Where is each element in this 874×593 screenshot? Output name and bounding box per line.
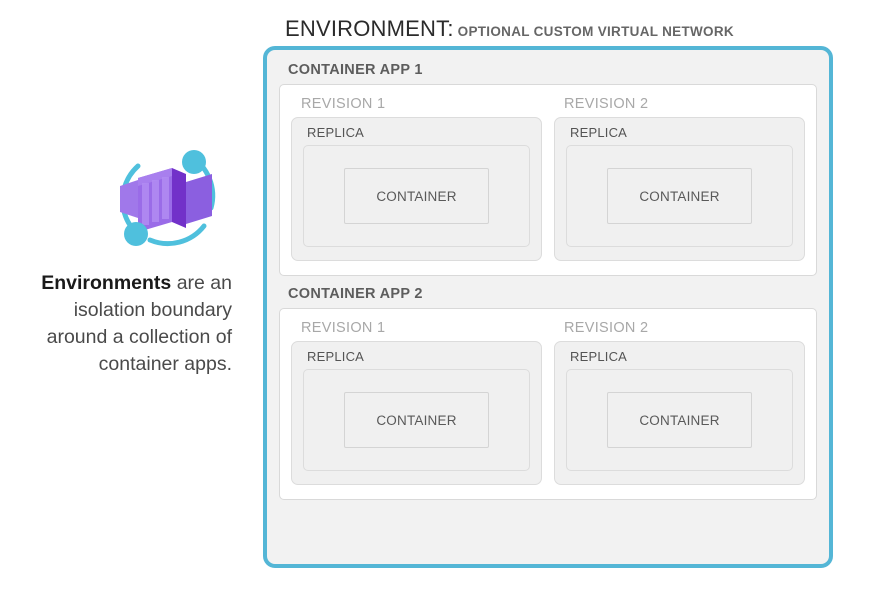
app-2-revision-2-container-label: CONTAINER: [639, 412, 720, 428]
app-1-revision-1-box: REPLICA CONTAINER: [291, 117, 542, 261]
app-1-revision-1: REVISION 1 REPLICA CONTAINER: [291, 96, 542, 261]
left-info-panel: Environments are an isolation boundary a…: [0, 0, 258, 593]
container-app-2-label: CONTAINER APP 2: [288, 286, 423, 302]
app-1-revision-2-container-label: CONTAINER: [639, 188, 720, 204]
diagram-title: ENVIRONMENT:OPTIONAL CUSTOM VIRTUAL NETW…: [285, 16, 734, 44]
app-1-revision-2-box: REPLICA CONTAINER: [554, 117, 805, 261]
caption-rest: are an isolation boundary around a colle…: [46, 272, 232, 375]
app-2-revision-1-replica-box: CONTAINER: [303, 369, 530, 471]
app-2-revision-2-container-box: CONTAINER: [607, 392, 752, 448]
app-2-revision-1-replica-label: REPLICA: [307, 349, 365, 364]
app-1-revision-2-label: REVISION 2: [564, 96, 649, 112]
container-app-2-panel: REVISION 1 REPLICA CONTAINER REVISION 2 …: [279, 308, 817, 500]
azure-container-apps-icon: [108, 138, 228, 258]
app-2-revision-1-container-label: CONTAINER: [376, 412, 457, 428]
environment-boundary: CONTAINER APP 1 REVISION 1 REPLICA CONTA…: [263, 46, 833, 568]
app-2-revision-2: REVISION 2 REPLICA CONTAINER: [554, 320, 805, 485]
diagram-title-main: ENVIRONMENT:: [285, 16, 454, 41]
container-app-1-label: CONTAINER APP 1: [288, 62, 423, 78]
app-2-revision-1: REVISION 1 REPLICA CONTAINER: [291, 320, 542, 485]
container-app-1-panel: REVISION 1 REPLICA CONTAINER REVISION 2 …: [279, 84, 817, 276]
container-app-2: CONTAINER APP 2 REVISION 1 REPLICA CONTA…: [279, 286, 817, 500]
app-1-revision-1-container-box: CONTAINER: [344, 168, 489, 224]
app-2-revision-1-label: REVISION 1: [301, 320, 386, 336]
app-2-revision-1-container-box: CONTAINER: [344, 392, 489, 448]
container-app-1: CONTAINER APP 1 REVISION 1 REPLICA CONTA…: [279, 62, 817, 276]
app-1-revision-2-container-box: CONTAINER: [607, 168, 752, 224]
app-1-revision-1-replica-box: CONTAINER: [303, 145, 530, 247]
app-2-revision-1-box: REPLICA CONTAINER: [291, 341, 542, 485]
caption-text: Environments are an isolation boundary a…: [10, 270, 232, 378]
app-1-revision-1-container-label: CONTAINER: [376, 188, 457, 204]
app-1-revision-2-replica-label: REPLICA: [570, 125, 628, 140]
app-2-revision-2-box: REPLICA CONTAINER: [554, 341, 805, 485]
app-1-revision-2-replica-box: CONTAINER: [566, 145, 793, 247]
caption-strong: Environments: [41, 272, 172, 294]
app-2-revision-2-replica-box: CONTAINER: [566, 369, 793, 471]
app-1-revision-1-replica-label: REPLICA: [307, 125, 365, 140]
app-1-revision-2: REVISION 2 REPLICA CONTAINER: [554, 96, 805, 261]
app-2-revision-2-label: REVISION 2: [564, 320, 649, 336]
app-2-revision-2-replica-label: REPLICA: [570, 349, 628, 364]
diagram-title-subtitle: OPTIONAL CUSTOM VIRTUAL NETWORK: [457, 24, 734, 39]
app-1-revision-1-label: REVISION 1: [301, 96, 386, 112]
